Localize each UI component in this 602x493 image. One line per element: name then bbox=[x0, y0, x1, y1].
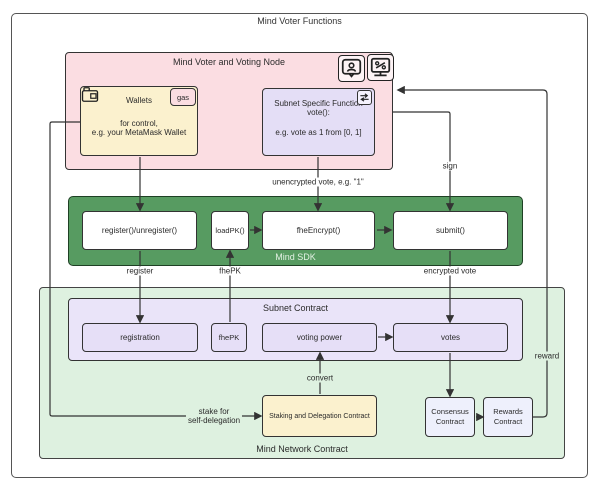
registration-node: registration bbox=[82, 323, 198, 352]
votes-node: votes bbox=[393, 323, 508, 352]
subnet-function-node: Subnet Specific Function vote(): e.g. vo… bbox=[262, 88, 375, 156]
edge-label-fhepk: fhePK bbox=[217, 266, 243, 276]
wallets-line1: for control, bbox=[120, 119, 158, 128]
gas-badge: gas bbox=[170, 88, 196, 106]
edge-label-reward: reward bbox=[532, 351, 562, 361]
staking-delegation-node: Staking and Delegation Contract bbox=[262, 395, 377, 437]
wallets-title: Wallets bbox=[126, 96, 152, 105]
edge-label-register: register bbox=[124, 266, 156, 276]
edge-label-unencrypted: unencrypted vote, e.g. "1" bbox=[270, 177, 366, 187]
rewards-contract-node: Rewards Contract bbox=[483, 397, 533, 437]
wallets-line2: e.g. your MetaMask Wallet bbox=[91, 128, 187, 137]
subnet-function-line3: e.g. vote as 1 from [0, 1] bbox=[275, 128, 362, 137]
swap-arrows-icon bbox=[357, 90, 372, 105]
loadpk-node: loadPK() bbox=[211, 211, 249, 250]
rewards-line1: Rewards bbox=[493, 406, 523, 416]
consensus-line1: Consensus bbox=[431, 406, 469, 416]
edge-label-convert: convert bbox=[304, 373, 336, 383]
fheencrypt-label: fheEncrypt() bbox=[296, 226, 341, 235]
subnet-function-line1: Subnet Specific Function bbox=[274, 99, 363, 108]
loadpk-label: loadPK() bbox=[215, 226, 245, 235]
rewards-line2: Contract bbox=[493, 417, 523, 426]
diagram-title: Mind Voter Functions bbox=[257, 16, 342, 26]
edge-label-stake-line1: stake for bbox=[198, 407, 230, 416]
fhepk-label: fhePK bbox=[218, 333, 240, 342]
network-contract-title: Mind Network Contract bbox=[256, 444, 348, 454]
registration-label: registration bbox=[120, 333, 160, 342]
person-badge-icon bbox=[338, 55, 365, 82]
mind-sdk-title: Mind SDK bbox=[275, 252, 316, 262]
submit-label: submit() bbox=[436, 226, 465, 235]
votes-label: votes bbox=[440, 333, 461, 342]
voting-power-label: voting power bbox=[296, 333, 343, 342]
gas-badge-label: gas bbox=[176, 92, 190, 102]
register-unregister-label: register()/unregister() bbox=[101, 226, 178, 235]
fhepk-node: fhePK bbox=[211, 323, 247, 352]
subnet-function-line2: vote(): bbox=[307, 108, 330, 117]
staking-delegation-label: Staking and Delegation Contract bbox=[269, 412, 370, 420]
percent-monitor-icon bbox=[367, 54, 394, 81]
edge-label-stake-line2: self-delegation bbox=[187, 416, 241, 425]
voting-power-node: voting power bbox=[262, 323, 377, 352]
wallet-icon bbox=[81, 86, 99, 108]
edge-label-encrypted: encrypted vote bbox=[421, 266, 479, 276]
edge-label-sign: sign bbox=[440, 161, 460, 171]
subnet-contract-title: Subnet Contract bbox=[262, 303, 329, 313]
consensus-line2: Contract bbox=[435, 417, 465, 426]
submit-node: submit() bbox=[393, 211, 508, 250]
edge-label-stake: stake for self-delegation bbox=[185, 407, 243, 425]
consensus-contract-node: Consensus Contract bbox=[425, 397, 475, 437]
fheencrypt-node: fheEncrypt() bbox=[262, 211, 375, 250]
register-unregister-node: register()/unregister() bbox=[82, 211, 197, 250]
voter-node-title: Mind Voter and Voting Node bbox=[172, 57, 286, 67]
